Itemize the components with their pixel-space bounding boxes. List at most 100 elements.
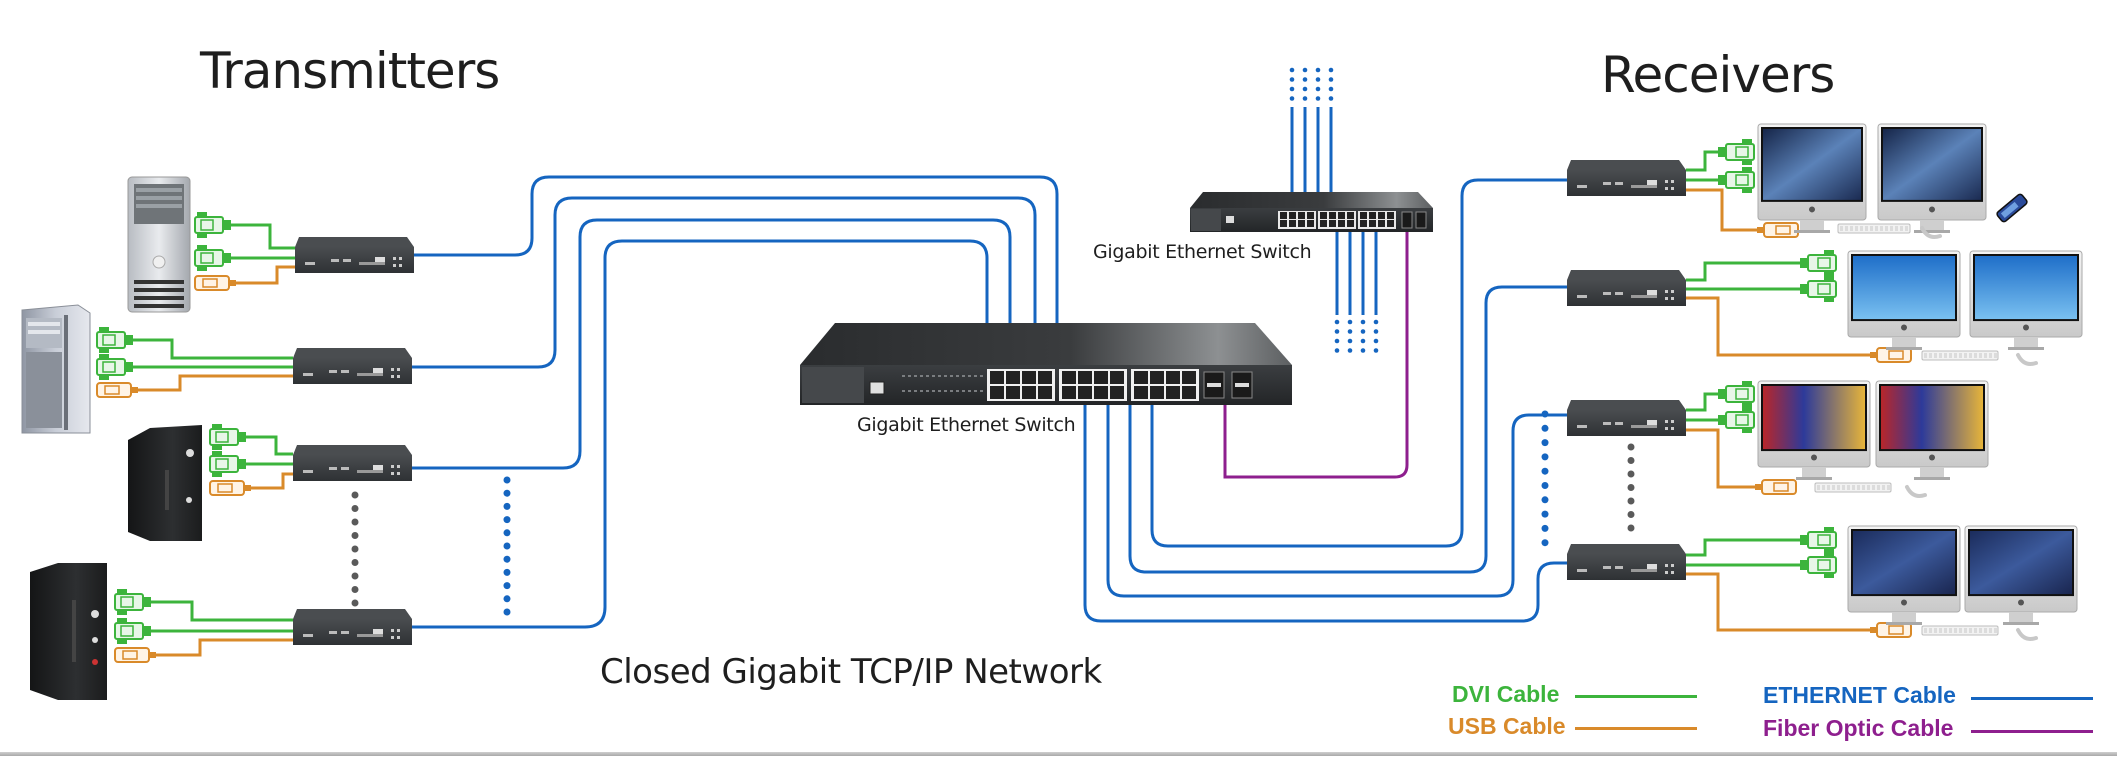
screen xyxy=(1970,531,2072,595)
ellipsis-dot xyxy=(1334,338,1340,344)
usb-connector-icon xyxy=(1869,622,1912,638)
ellipsis-dot xyxy=(1302,86,1308,92)
ellipsis-dot xyxy=(1627,443,1635,451)
ellipsis-dot xyxy=(351,586,359,593)
monitor-2 xyxy=(1877,123,1987,233)
apple-logo-icon xyxy=(1929,206,1935,213)
ellipsis-dot xyxy=(503,608,511,616)
server-tower-icon xyxy=(21,304,91,434)
keyboard-icon xyxy=(1921,625,1999,636)
ellipsis-dot xyxy=(1373,338,1379,344)
rj45-port-icon xyxy=(1134,386,1148,399)
usb-flash-drive-icon xyxy=(1996,193,2028,223)
ellipsis-dot xyxy=(351,572,359,580)
secondary-switch-ellipsis xyxy=(1289,67,1379,353)
ethernet-cable-tx1 xyxy=(412,175,1059,323)
transmitter-box-3 xyxy=(293,445,412,481)
dvi-connector-icon xyxy=(114,617,152,645)
ethernet-cable-tx3 xyxy=(412,218,1012,470)
ethernet-cable-rx1 xyxy=(1150,178,1567,548)
receiver-1 xyxy=(1567,123,2028,239)
dvi-connector-icon xyxy=(1799,249,1837,277)
ethernet-cables-transmitter-side xyxy=(412,175,1059,629)
rj45-port-icon xyxy=(1006,386,1020,399)
usb-connector-icon xyxy=(114,647,157,663)
secondary-switch-uplinks xyxy=(1290,107,1378,315)
ellipsis-dot xyxy=(1541,482,1549,489)
transmitter-4 xyxy=(30,563,412,700)
bottom-divider xyxy=(0,752,2117,756)
ellipsis-dot xyxy=(1541,496,1549,504)
apple-logo-icon xyxy=(2023,324,2029,331)
apple-logo-icon xyxy=(1901,599,1907,606)
ellipsis-dot xyxy=(1315,77,1321,82)
ethernet-cable-tx4 xyxy=(412,239,989,629)
ellipsis-dot xyxy=(503,502,511,510)
ellipsis-dot xyxy=(1541,524,1549,532)
main-gigabit-switch xyxy=(800,323,1292,405)
rj45-port-icon xyxy=(1062,371,1076,384)
ellipsis-dot xyxy=(1334,319,1340,325)
ellipsis-dot xyxy=(503,582,511,590)
legend-dvi-label: DVI Cable xyxy=(1452,681,1560,707)
ellipsis-dot xyxy=(1334,329,1340,334)
rj45-port-icon xyxy=(1110,386,1124,399)
switch-ports-secondary xyxy=(1278,211,1427,229)
screen xyxy=(1853,256,1955,320)
ellipsis-dot xyxy=(1627,497,1635,505)
screen xyxy=(1881,386,1983,450)
ellipsis-dot xyxy=(1541,467,1549,475)
monitor-1 xyxy=(1757,380,1871,480)
ellipsis-dot xyxy=(1627,524,1635,532)
legend-dvi-line xyxy=(1575,695,1697,698)
dvi-connector-icon xyxy=(209,450,247,478)
receivers-title: Receivers xyxy=(1601,46,1835,104)
ellipsis-dot xyxy=(1302,96,1308,101)
rj45-port-icon xyxy=(1150,386,1164,399)
keyboard-icon xyxy=(1814,482,1892,493)
rj45-port-icon xyxy=(1094,386,1108,399)
ellipsis-dot xyxy=(1289,96,1295,101)
ellipsis-dot xyxy=(1360,329,1366,334)
rj45-port-icon xyxy=(1182,371,1196,384)
console-port-icon xyxy=(869,381,885,395)
keyboard-icon xyxy=(1921,350,1999,361)
rj45-port-icon xyxy=(1062,386,1076,399)
ellipsis-dot xyxy=(1315,86,1321,92)
receiver-box-3 xyxy=(1567,400,1686,436)
ellipsis-dot xyxy=(1373,348,1379,353)
ellipsis-dot xyxy=(1373,319,1379,325)
keyboard-icon xyxy=(1837,223,1911,234)
main-switch-label: Gigabit Ethernet Switch xyxy=(857,414,1076,436)
usb-connector-icon xyxy=(194,275,237,291)
ellipsis-dot xyxy=(351,599,359,607)
ellipsis-dot xyxy=(1627,470,1635,478)
secondary-switch-label: Gigabit Ethernet Switch xyxy=(1093,241,1312,263)
ellipsis-dot xyxy=(1627,457,1635,464)
transmitter-box-2 xyxy=(293,348,412,384)
ellipsis-dot xyxy=(503,489,511,497)
transmitter-ellipsis xyxy=(351,491,359,607)
rj45-port-icon xyxy=(1078,371,1092,384)
ellipsis-dot xyxy=(1302,77,1308,82)
dvi-connector-icon xyxy=(96,326,134,354)
ellipsis-dot xyxy=(1360,348,1366,353)
ethernet-cables-receiver-side xyxy=(1083,178,1567,623)
ellipsis-dot xyxy=(1328,86,1334,92)
monitor-1 xyxy=(1757,123,1867,233)
legend-ethernet-line xyxy=(1971,697,2093,700)
dvi-connector-icon xyxy=(114,588,152,616)
apple-logo-icon xyxy=(1811,454,1817,461)
ellipsis-dot xyxy=(1315,67,1321,73)
ellipsis-dot xyxy=(351,559,359,566)
screen xyxy=(1883,129,1981,200)
ellipsis-dot xyxy=(1541,539,1549,547)
legend-usb-label: USB Cable xyxy=(1448,713,1566,739)
transmitter-box-1 xyxy=(295,237,414,273)
ellipsis-dot xyxy=(351,532,359,539)
ellipsis-dot xyxy=(503,529,511,537)
ellipsis-dot xyxy=(1627,484,1635,491)
ellipsis-dot xyxy=(1541,453,1549,461)
apple-logo-icon xyxy=(1901,324,1907,331)
ellipsis-dot xyxy=(1541,510,1549,518)
